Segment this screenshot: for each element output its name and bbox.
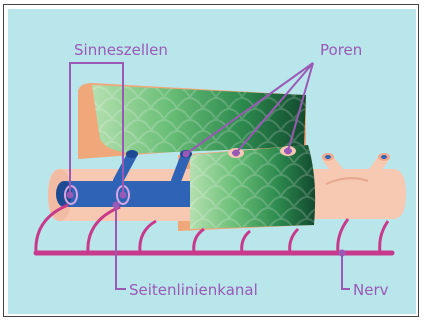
label-sinneszellen: Sinneszellen bbox=[74, 41, 168, 59]
label-nerv: Nerv bbox=[353, 281, 389, 299]
figure-frame: Sinneszellen Poren Seitenlinienkanal Ner… bbox=[3, 4, 419, 317]
label-seitenlinienkanal: Seitenlinienkanal bbox=[129, 281, 258, 299]
label-poren: Poren bbox=[320, 41, 362, 59]
lateral-line-diagram: Sinneszellen Poren Seitenlinienkanal Ner… bbox=[8, 9, 416, 314]
